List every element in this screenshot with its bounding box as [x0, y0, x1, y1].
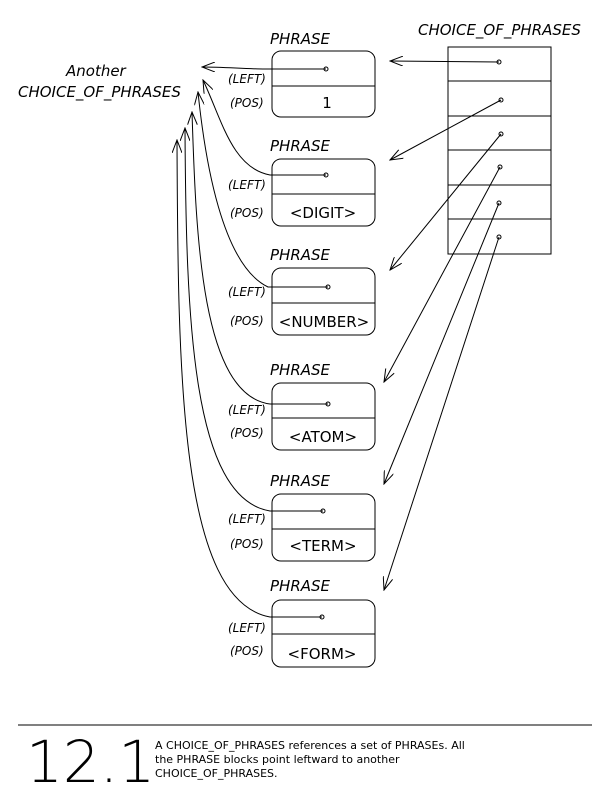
- pos-value: <FORM>: [288, 645, 357, 663]
- phrase-block-3: PHRASE (LEFT) (POS) <NUMBER>: [228, 246, 376, 336]
- left-field-label: (LEFT): [228, 621, 266, 635]
- phrase-title: PHRASE: [270, 246, 331, 264]
- another-label-line1: Another: [65, 62, 127, 80]
- left-field-label: (LEFT): [228, 285, 266, 299]
- phrase-block-4: PHRASE (LEFT) (POS) <ATOM>: [228, 361, 376, 451]
- left-pointer-arrows: [177, 67, 331, 620]
- pos-field-label: (POS): [230, 96, 264, 110]
- pos-field-label: (POS): [230, 644, 264, 658]
- pos-field-label: (POS): [230, 314, 264, 328]
- phrase-title: PHRASE: [270, 137, 331, 155]
- phrase-block-2: PHRASE (LEFT) (POS) <DIGIT>: [228, 137, 376, 227]
- pos-value: <ATOM>: [289, 428, 357, 446]
- phrase-box: [271, 50, 376, 118]
- another-label-line2: CHOICE_OF_PHRASES: [18, 83, 181, 102]
- figure-number: 12.1: [26, 728, 155, 792]
- choice-to-phrase-arrows: [384, 60, 504, 590]
- choice-of-phrases-table: [447, 46, 552, 255]
- choice-of-phrases-title: CHOICE_OF_PHRASES: [418, 21, 581, 40]
- pos-field-label: (POS): [230, 537, 264, 551]
- left-field-label: (LEFT): [228, 403, 266, 417]
- phrase-box: [271, 267, 376, 336]
- phrase-title: PHRASE: [270, 30, 331, 48]
- pos-value: <NUMBER>: [279, 313, 369, 331]
- caption-line-1: A CHOICE_OF_PHRASES references a set of …: [155, 739, 465, 752]
- phrase-box: [271, 493, 376, 562]
- pos-value: <TERM>: [289, 537, 356, 555]
- phrase-block-5: PHRASE (LEFT) (POS) <TERM>: [228, 472, 376, 562]
- left-field-label: (LEFT): [228, 512, 266, 526]
- pos-value: <DIGIT>: [290, 204, 356, 222]
- left-field-label: (LEFT): [228, 72, 266, 86]
- left-field-label: (LEFT): [228, 178, 266, 192]
- phrase-title: PHRASE: [270, 577, 331, 595]
- pos-value: 1: [322, 94, 332, 112]
- phrase-box: [271, 158, 376, 227]
- caption-line-2: the PHRASE blocks point leftward to anot…: [155, 753, 400, 766]
- pos-field-label: (POS): [230, 206, 264, 220]
- caption-line-3: CHOICE_OF_PHRASES.: [155, 767, 278, 780]
- phrase-block-6: PHRASE (LEFT) (POS) <FORM>: [228, 577, 376, 668]
- another-choice-label: Another CHOICE_OF_PHRASES: [18, 62, 181, 102]
- phrase-block-1: PHRASE (LEFT) (POS) 1: [228, 30, 376, 118]
- pos-field-label: (POS): [230, 426, 264, 440]
- phrase-title: PHRASE: [270, 472, 331, 490]
- phrase-title: PHRASE: [270, 361, 331, 379]
- phrase-box: [271, 382, 376, 451]
